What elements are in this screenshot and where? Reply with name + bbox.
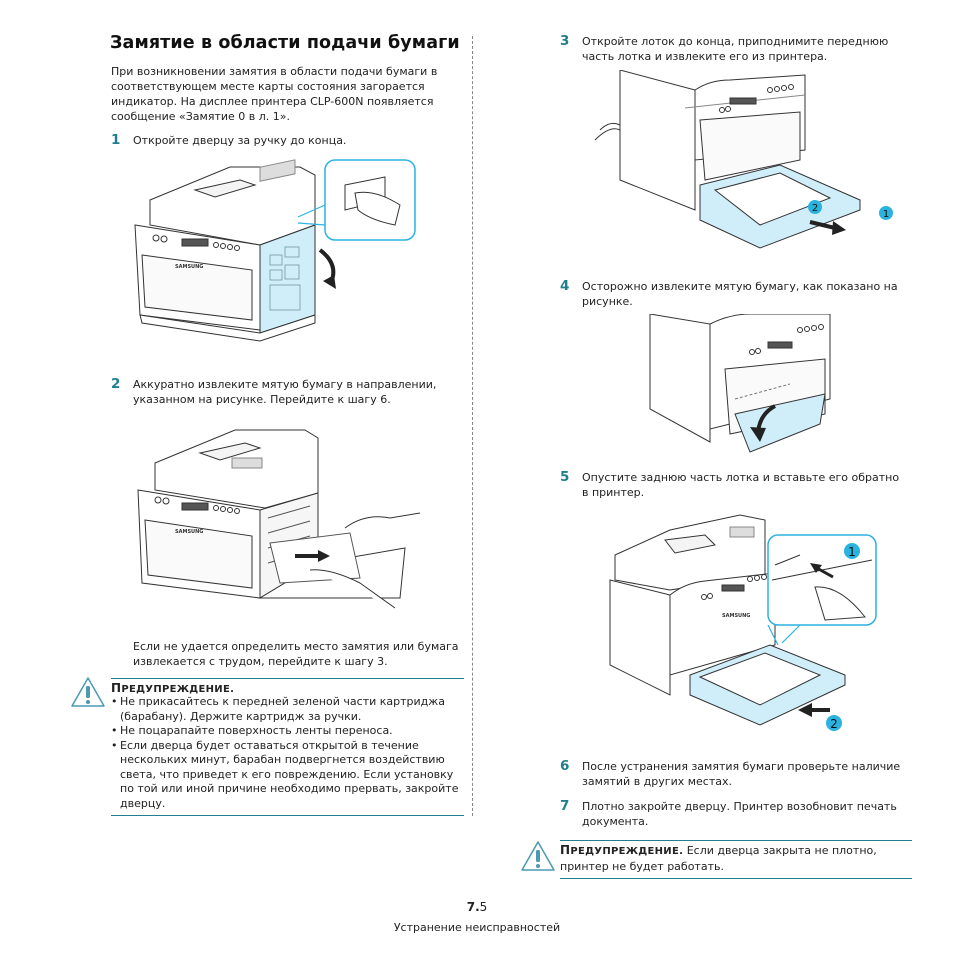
step-text: Опустите заднюю часть лотка и вставьте е…: [582, 471, 900, 499]
step-text: После устранения замятия бумаги проверьт…: [582, 760, 901, 788]
brand-label: SAMSUNG: [722, 613, 750, 619]
warning-text: ПРЕДУПРЕЖДЕНИЕ. Если дверца закрыта не п…: [560, 843, 877, 873]
step-number: 4: [560, 278, 570, 294]
warning-title: ПРЕДУПРЕЖДЕНИЕ.: [111, 681, 235, 695]
step-number: 2: [111, 376, 121, 392]
pull-arrow-icon: [832, 221, 846, 235]
step-text: Откройте дверцу за ручку до конца.: [133, 134, 347, 147]
step-1: 1 Откройте дверцу за ручку до конца.: [111, 133, 451, 148]
figure-remove-paper-door: SAMSUNG: [137, 429, 421, 609]
step-number: 7: [560, 798, 570, 814]
push-arrow-icon: [798, 703, 812, 717]
step-number: 1: [111, 132, 121, 148]
step-4: 4 Осторожно извлеките мятую бумагу, как …: [560, 279, 900, 309]
callout-number: 1: [848, 545, 856, 559]
brand-label: SAMSUNG: [175, 264, 203, 270]
printer-top: [149, 166, 316, 246]
warning-item: Если дверца будет оставаться открытой в …: [111, 739, 464, 812]
warning-icon: [71, 677, 105, 707]
figure-remove-jammed-paper: SAMSUNG: [649, 314, 831, 453]
callout-number: 2: [830, 717, 838, 731]
warning-box-2: ПРЕДУПРЕЖДЕНИЕ. Если дверца закрыта не п…: [560, 840, 912, 879]
warning-item: Не поцарапайте поверхность ленты перенос…: [111, 724, 464, 739]
pull-arrow-icon: [318, 550, 330, 562]
step-7: 7 Плотно закройте дверцу. Принтер возобн…: [560, 799, 905, 829]
step-2: 2 Аккуратно извлеките мятую бумагу в нап…: [111, 377, 451, 407]
page-number: 7.5: [466, 900, 488, 914]
step-text: Осторожно извлеките мятую бумагу, как по…: [582, 280, 898, 308]
step-text: Плотно закройте дверцу. Принтер возобнов…: [582, 800, 897, 828]
column-divider: [472, 36, 473, 816]
footer-section-title: Устранение неисправностей: [393, 921, 561, 934]
callout-number: 1: [883, 209, 889, 220]
callout-number: 2: [812, 203, 818, 214]
callout-1-badge: [844, 543, 860, 559]
warning-icon: [521, 841, 555, 871]
warning-box-1: ПРЕДУПРЕЖДЕНИЕ. Не прикасайтесь к передн…: [111, 678, 464, 816]
step-2-note: Если не удается определить место замятия…: [133, 640, 459, 668]
step-5: 5 Опустите заднюю часть лотка и вставьте…: [560, 470, 900, 500]
step-3: 3 Откройте лоток до конца, приподнимите …: [560, 34, 900, 64]
callout-1-badge: [879, 206, 893, 220]
warning-list: Не прикасайтесь к передней зеленой части…: [111, 695, 464, 811]
pull-arrow-icon: [750, 427, 766, 442]
figure-pull-tray: SAMSUNG 2 1: [594, 70, 893, 249]
figure-open-side-door: SAMSUNG: [134, 159, 416, 342]
page-title: Замятие в области подачи бумаги: [110, 33, 460, 53]
intro-paragraph: При возникновении замятия в области пода…: [111, 65, 438, 123]
step-text: Откройте лоток до конца, приподнимите пе…: [582, 35, 889, 63]
brand-label: SAMSUNG: [175, 529, 203, 535]
step-number: 6: [560, 758, 570, 774]
figure-insert-tray: SAMSUNG 1 2: [609, 514, 877, 731]
step-text: Аккуратно извлеките мятую бумагу в напра…: [133, 378, 437, 406]
step-number: 3: [560, 33, 570, 49]
callout-2-badge: [826, 715, 842, 731]
warning-item: Не прикасайтесь к передней зеленой части…: [111, 695, 464, 724]
step-number: 5: [560, 469, 570, 485]
step-6: 6 После устранения замятия бумаги провер…: [560, 759, 905, 789]
callout-2-badge: [808, 200, 822, 214]
